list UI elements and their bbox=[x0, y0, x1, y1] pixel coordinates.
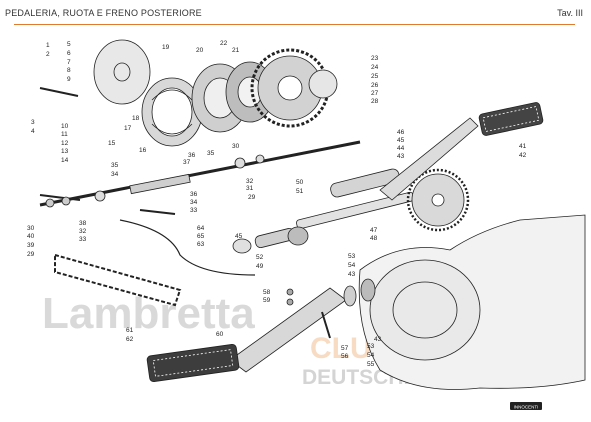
callout-38: 38 bbox=[79, 220, 87, 227]
callout-8: 8 bbox=[67, 67, 71, 74]
callout-43: 43 bbox=[397, 153, 405, 160]
callout-23: 23 bbox=[371, 55, 379, 62]
lower-pedal-drawing bbox=[146, 278, 376, 383]
callout-42: 42 bbox=[519, 152, 527, 159]
plate-number: Tav. III bbox=[557, 8, 583, 18]
innocenti-logo: INNOCENTI bbox=[510, 402, 542, 410]
callout-12: 12 bbox=[61, 140, 69, 147]
callout-44: 44 bbox=[397, 145, 405, 152]
callout-45: 45 bbox=[235, 233, 243, 240]
callout-11: 11 bbox=[61, 131, 68, 138]
callout-21: 21 bbox=[232, 47, 240, 54]
hardware-drawing bbox=[39, 87, 294, 306]
callout-53: 53 bbox=[348, 253, 356, 260]
page-title: PEDALERIA, RUOTA E FRENO POSTERIORE bbox=[5, 8, 202, 18]
callout-2: 2 bbox=[46, 51, 50, 58]
callout-34: 34 bbox=[111, 171, 119, 178]
callout-58: 58 bbox=[263, 289, 271, 296]
callout-64: 64 bbox=[197, 225, 205, 232]
callout-1: 1 bbox=[46, 42, 50, 49]
callout-36: 36 bbox=[188, 152, 196, 159]
callout-10: 10 bbox=[61, 123, 69, 130]
brake-cover-drawing bbox=[93, 39, 151, 105]
callout-28: 28 bbox=[371, 98, 379, 105]
header-rule bbox=[14, 24, 575, 25]
callout-33: 33 bbox=[79, 236, 87, 243]
callout-47: 47 bbox=[370, 227, 378, 234]
callout-52: 52 bbox=[256, 254, 264, 261]
sprocket-drawing bbox=[250, 48, 338, 128]
callout-7: 7 bbox=[67, 59, 71, 66]
callout-35: 35 bbox=[111, 162, 119, 169]
callout-59: 59 bbox=[263, 297, 271, 304]
callout-25: 25 bbox=[371, 73, 379, 80]
callout-51: 51 bbox=[296, 188, 304, 195]
watermark-line1: Lambretta bbox=[42, 289, 255, 338]
callout-46: 46 bbox=[397, 129, 405, 136]
callout-15: 15 bbox=[108, 140, 116, 147]
callout-53: 53 bbox=[367, 343, 375, 350]
callout-6: 6 bbox=[67, 50, 71, 57]
pedal-shaft-drawing bbox=[232, 168, 415, 254]
callout-40: 40 bbox=[27, 233, 35, 240]
callout-32: 32 bbox=[246, 178, 254, 185]
callout-30: 30 bbox=[27, 225, 35, 232]
callout-65: 65 bbox=[197, 233, 205, 240]
callout-29: 29 bbox=[248, 194, 256, 201]
callout-50: 50 bbox=[296, 179, 304, 186]
callout-30: 30 bbox=[232, 143, 240, 150]
callout-32: 32 bbox=[79, 228, 87, 235]
callout-16: 16 bbox=[139, 147, 147, 154]
callout-19: 19 bbox=[162, 44, 170, 51]
callout-55: 55 bbox=[367, 361, 375, 368]
callout-43: 43 bbox=[348, 271, 356, 278]
callout-57: 57 bbox=[341, 345, 349, 352]
callout-60: 60 bbox=[216, 331, 224, 338]
callout-37: 37 bbox=[183, 159, 191, 166]
callout-45: 45 bbox=[397, 137, 405, 144]
logo-text: INNOCENTI bbox=[514, 405, 539, 410]
callout-36: 36 bbox=[190, 191, 198, 198]
chain-drawing bbox=[54, 253, 182, 307]
callout-54: 54 bbox=[348, 262, 356, 269]
engine-case-drawing bbox=[358, 214, 586, 390]
callout-20: 20 bbox=[196, 47, 204, 54]
callout-62: 62 bbox=[126, 336, 134, 343]
callout-13: 13 bbox=[61, 148, 69, 155]
upper-pedal-drawing bbox=[379, 102, 544, 201]
callout-31: 31 bbox=[246, 185, 254, 192]
callout-48: 48 bbox=[370, 235, 378, 242]
rear-axle-drawing bbox=[39, 140, 361, 207]
callout-9: 9 bbox=[67, 76, 71, 83]
callout-27: 27 bbox=[371, 90, 379, 97]
callout-63: 63 bbox=[197, 241, 205, 248]
callout-39: 39 bbox=[27, 242, 35, 249]
callout-41: 41 bbox=[519, 143, 527, 150]
callout-54: 54 bbox=[367, 352, 375, 359]
callout-49: 49 bbox=[256, 263, 264, 270]
callout-33: 33 bbox=[190, 207, 198, 214]
brake-shoe-drawing bbox=[141, 77, 203, 147]
callout-56: 56 bbox=[341, 353, 349, 360]
callout-61: 61 bbox=[126, 327, 134, 334]
brake-cable-drawing bbox=[119, 219, 256, 276]
kickstart-gear-drawing bbox=[406, 168, 470, 232]
callout-18: 18 bbox=[132, 115, 140, 122]
callout-5: 5 bbox=[67, 41, 71, 48]
callout-43: 43 bbox=[374, 336, 382, 343]
callout-22: 22 bbox=[220, 40, 228, 47]
callout-34: 34 bbox=[190, 199, 198, 206]
callout-14: 14 bbox=[61, 157, 69, 164]
callout-3: 3 bbox=[31, 119, 35, 126]
callout-29: 29 bbox=[27, 251, 35, 258]
callout-35: 35 bbox=[207, 150, 215, 157]
callout-26: 26 bbox=[371, 82, 379, 89]
callout-24: 24 bbox=[371, 64, 379, 71]
callout-4: 4 bbox=[31, 128, 35, 135]
callout-17: 17 bbox=[124, 125, 132, 132]
